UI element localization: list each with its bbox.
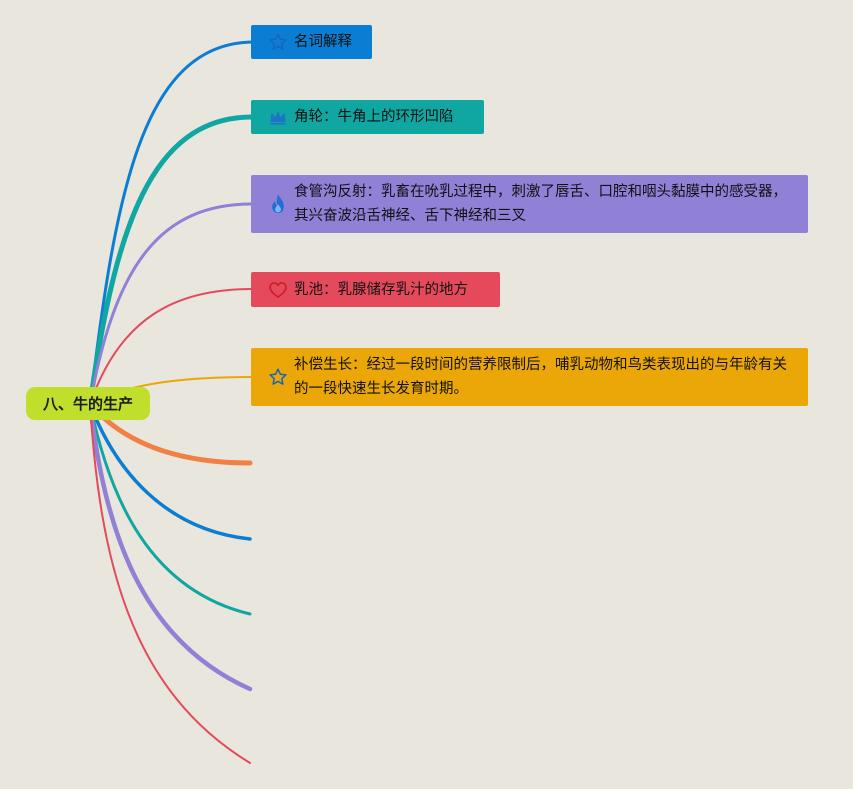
branch-line-1: [88, 40, 254, 406]
topic-node-text: 补偿生长：经过一段时间的营养限制后，哺乳动物和鸟类表现出的与年龄有关的一段快速生…: [294, 357, 787, 397]
crown-icon: [268, 107, 288, 127]
branch-line-8: [88, 402, 252, 616]
branch-line-2: [87, 114, 255, 407]
topic-node-milk-cistern[interactable]: 乳池：乳腺储存乳汁的地方: [251, 272, 500, 307]
topic-node-esophageal-groove-reflex[interactable]: 食管沟反射：乳畜在吮乳过程中，刺激了唇舌、口腔和咽头黏膜中的感受器，其兴奋波沿舌…: [251, 175, 808, 233]
branch-line-3: [88, 202, 254, 406]
star-icon: [268, 367, 288, 387]
topic-node-text: 角轮：牛角上的环形凹陷: [294, 109, 454, 125]
root-topic-label: 八、牛的生产: [42, 395, 133, 413]
root-topic[interactable]: 八、牛的生产: [26, 387, 150, 420]
branch-line-9: [87, 401, 253, 692]
topic-node-text: 名词解释: [294, 34, 352, 50]
star-icon: [268, 32, 288, 52]
branch-line-10: [89, 403, 251, 764]
fire-icon: [268, 194, 288, 214]
branch-line-7: [88, 402, 252, 541]
topic-node-compensatory-growth[interactable]: 补偿生长：经过一段时间的营养限制后，哺乳动物和鸟类表现出的与年龄有关的一段快速生…: [251, 348, 808, 406]
topic-node-text: 乳池：乳腺储存乳汁的地方: [294, 281, 468, 298]
topic-node-term-definitions[interactable]: 名词解释: [251, 25, 372, 59]
topic-node-text: 食管沟反射：乳畜在吮乳过程中，刺激了唇舌、口腔和咽头黏膜中的感受器，其兴奋波沿舌…: [294, 184, 787, 224]
topic-node-horn-rings[interactable]: 角轮：牛角上的环形凹陷: [251, 100, 484, 134]
branch-line-4: [89, 288, 253, 405]
heart-icon: [268, 280, 288, 300]
